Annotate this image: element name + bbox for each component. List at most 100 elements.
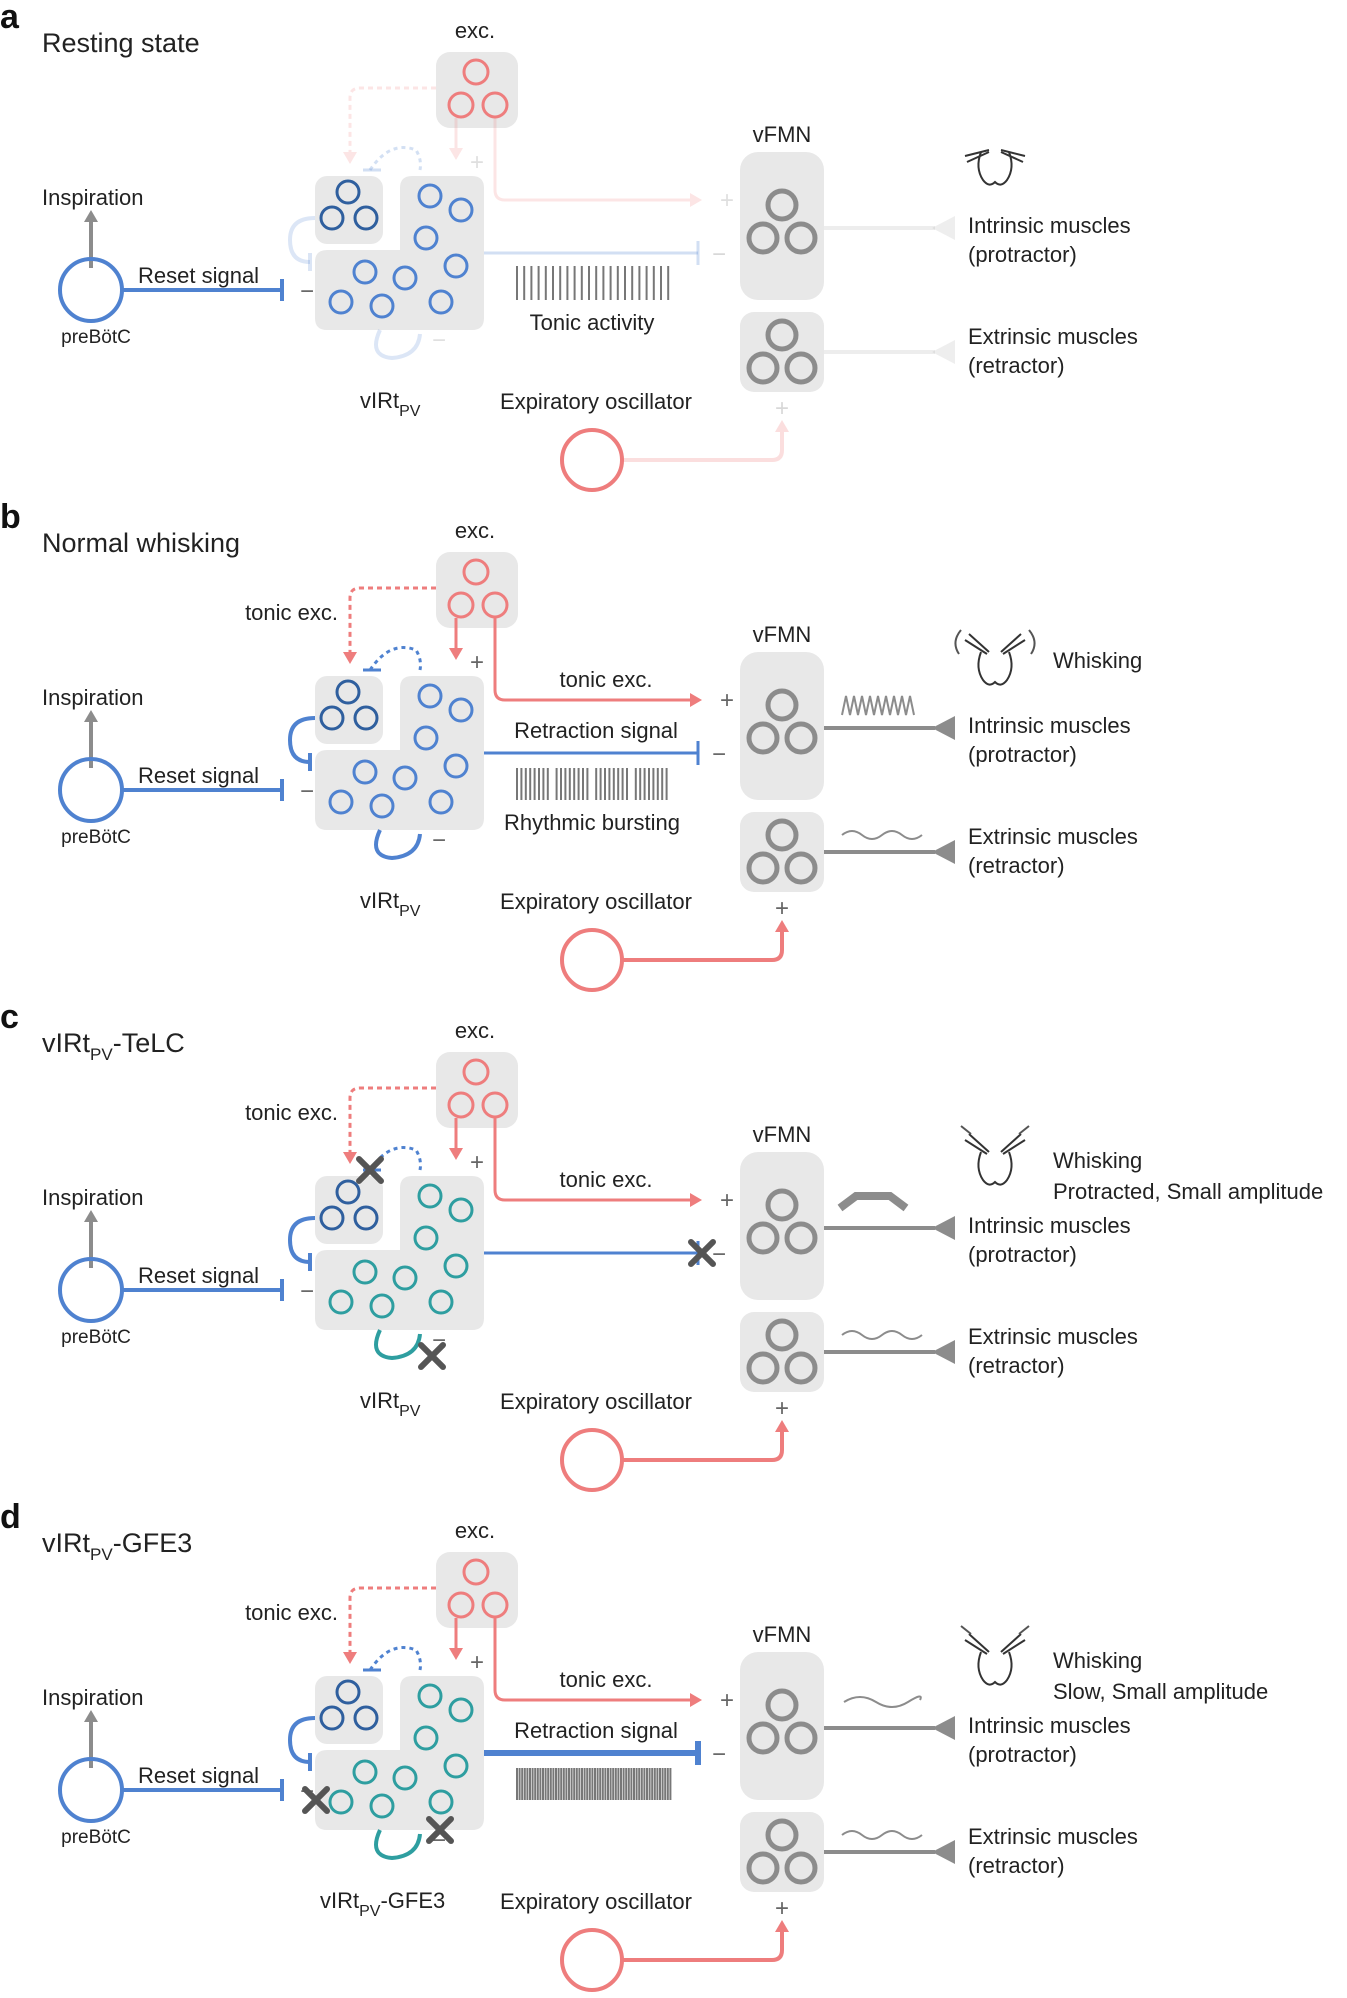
recurrent-inhibition-left xyxy=(287,1216,316,1264)
block-x-icon xyxy=(688,1239,716,1267)
expiratory-circle xyxy=(560,1928,624,1992)
whisker-icon xyxy=(964,149,990,163)
exc-box xyxy=(436,1552,518,1628)
virt-neuron xyxy=(352,759,378,785)
spike-raster xyxy=(516,768,668,800)
exc-label: exc. xyxy=(455,518,495,543)
virt-group xyxy=(315,1176,484,1330)
virt-neuron xyxy=(369,1793,395,1819)
recurrent-inhibition-left xyxy=(287,1716,316,1764)
virt-neuron xyxy=(443,1253,469,1279)
tonic-exc-label: tonic exc. xyxy=(560,1167,653,1192)
retraction-trace xyxy=(841,830,923,840)
reset-signal-label: Reset signal xyxy=(138,1263,259,1288)
vfmn-neuron xyxy=(765,818,799,852)
whisker-icon xyxy=(964,633,990,655)
virt-neuron xyxy=(417,183,443,209)
protraction-trace xyxy=(843,1695,922,1708)
retraction-trace xyxy=(841,1330,923,1340)
virt-neuron xyxy=(443,753,469,779)
virt-group xyxy=(315,176,484,330)
vfmn-plus: + xyxy=(720,187,734,214)
tonic-exc-dotted-head xyxy=(343,152,357,164)
recurrent-minus: − xyxy=(432,827,446,854)
exc-neuron xyxy=(447,91,475,119)
expiratory-circle xyxy=(560,928,624,992)
exc-label: exc. xyxy=(455,1518,495,1543)
expiratory-plus: + xyxy=(775,1895,789,1922)
protraction-trace xyxy=(837,1192,909,1212)
exc-to-virt-head xyxy=(449,148,463,160)
virt-neuron xyxy=(352,1759,378,1785)
virt-neuron xyxy=(428,289,454,315)
block-x-icon xyxy=(356,1156,384,1184)
virt-label: vIRtPV xyxy=(360,888,421,920)
virt-group xyxy=(315,1676,484,1830)
virt-neuron xyxy=(443,253,469,279)
whisking-label-1: Whisking xyxy=(1053,1148,1142,1173)
intrinsic-label-2: (protractor) xyxy=(968,742,1077,767)
virt-label-main: vIRt xyxy=(360,388,399,413)
exc-neuron xyxy=(462,558,490,586)
expiratory-plus: + xyxy=(775,1395,789,1422)
exc-label: exc. xyxy=(455,18,495,43)
snout-outline-icon xyxy=(977,151,1013,186)
virt-neuron xyxy=(328,1789,354,1815)
intrinsic-muscle-head xyxy=(932,716,955,740)
virt-interneuron xyxy=(353,705,379,731)
whisk-arc-icon xyxy=(1018,1625,1030,1635)
vfmn-neuron xyxy=(765,1318,799,1352)
exc-box xyxy=(436,52,518,128)
tonic-exc-dotted-line xyxy=(348,1586,436,1652)
virt-interneuron xyxy=(335,1179,361,1205)
exc-neuron xyxy=(447,591,475,619)
reset-minus: − xyxy=(300,278,314,305)
whisking-label-1: Whisking xyxy=(1053,1648,1142,1673)
panel-letter: b xyxy=(0,498,21,536)
exc-label: exc. xyxy=(455,1018,495,1043)
whisker-icon xyxy=(1000,1633,1026,1655)
virt-neuron xyxy=(369,293,395,319)
prebotc-label: preBötC xyxy=(61,1827,131,1848)
panel-letter: a xyxy=(0,0,20,36)
recurrent-minus: − xyxy=(432,327,446,354)
virt-interneuron xyxy=(353,1205,379,1231)
extrinsic-label-2: (retractor) xyxy=(968,353,1065,378)
vfmn-lower-box xyxy=(740,1812,824,1892)
inspiration-arrow-head xyxy=(84,1710,98,1722)
virt-neuron xyxy=(369,793,395,819)
vfmn-neuron xyxy=(765,318,799,352)
snout-icon xyxy=(954,629,1036,686)
vfmn-neuron xyxy=(784,1851,818,1885)
reset-minus: − xyxy=(300,1278,314,1305)
virt-neuron xyxy=(428,1789,454,1815)
intrinsic-label-2: (protractor) xyxy=(968,242,1077,267)
prebotc-circle xyxy=(58,257,124,323)
inspiration-label: Inspiration xyxy=(42,1685,144,1710)
virt-neuron xyxy=(352,259,378,285)
exc-neuron xyxy=(462,58,490,86)
tonic-exc-to-vfmn-head xyxy=(690,693,702,707)
virt-interneuron xyxy=(335,179,361,205)
vfmn-neuron xyxy=(746,851,780,885)
tonic-exc-dotted-label: tonic exc. xyxy=(245,600,338,625)
intrinsic-muscle-head xyxy=(932,1216,955,1240)
virt-neuron xyxy=(413,1725,439,1751)
expiratory-label: Expiratory oscillator xyxy=(500,1389,692,1414)
panel-title-sub: PV xyxy=(90,1045,113,1064)
virt-plus: + xyxy=(470,649,484,676)
panel-title-main: vIRt xyxy=(42,1528,91,1558)
interneuron-dotted-inhibition xyxy=(368,1146,422,1171)
tonic-exc-dotted-line xyxy=(348,86,436,152)
virt-plus: + xyxy=(470,149,484,176)
tonic-exc-dotted-head xyxy=(343,652,357,664)
whisk-arc-icon xyxy=(1028,629,1036,655)
exc-neuron xyxy=(481,1091,509,1119)
reset-signal-label: Reset signal xyxy=(138,263,259,288)
extrinsic-label-2: (retractor) xyxy=(968,853,1065,878)
snout-outline-icon xyxy=(977,651,1013,686)
whisking-label-1: Whisking xyxy=(1053,648,1142,673)
virt-neuron xyxy=(428,789,454,815)
snout-outline-icon xyxy=(977,1151,1013,1186)
